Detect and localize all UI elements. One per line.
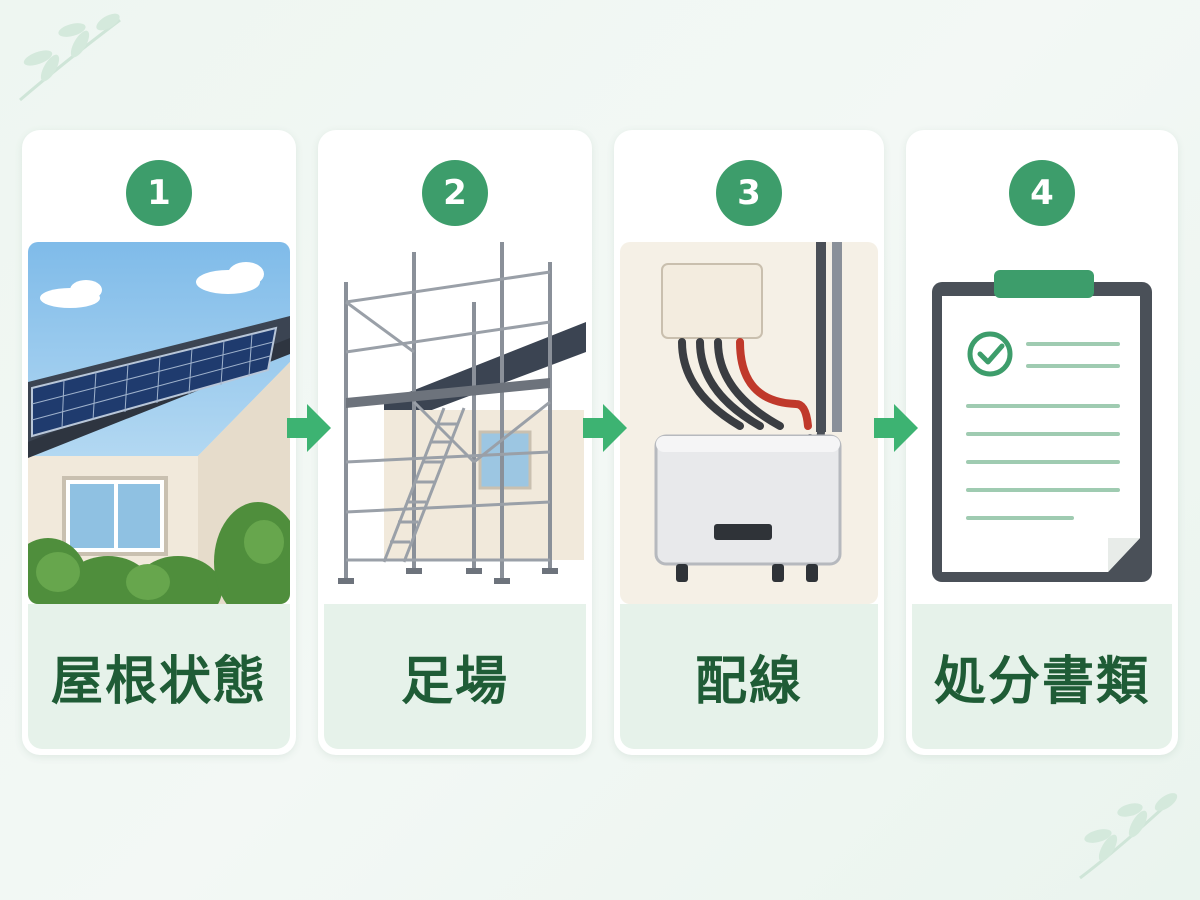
step-label-box: 配線 (620, 604, 878, 749)
solar-roof-illustration (28, 242, 290, 604)
arrow-right-icon (583, 404, 627, 452)
step-label: 処分書類 (933, 652, 1150, 712)
arrow-right-icon (874, 404, 918, 452)
step-label-box: 足場 (324, 604, 586, 749)
step-card-1: 1 (22, 130, 296, 755)
step-number-badge: 2 (422, 160, 488, 226)
step-card-2: 2 (318, 130, 592, 755)
step-card-4: 4 処分書類 (906, 130, 1178, 755)
step-label-box: 処分書類 (912, 604, 1172, 749)
leaf-branch-icon (19, 13, 121, 102)
step-label: 足場 (400, 652, 509, 712)
step-card-3: 3 (614, 130, 884, 755)
leaf-branch-icon (1079, 793, 1178, 880)
wiring-inverter-illustration (620, 242, 878, 604)
step-label: 配線 (694, 652, 803, 712)
step-number-badge: 3 (716, 160, 782, 226)
arrow-right-icon (287, 404, 331, 452)
scaffolding-illustration (324, 242, 586, 604)
step-number-badge: 1 (126, 160, 192, 226)
step-label: 屋根状態 (50, 652, 267, 712)
clipboard-document-illustration (912, 242, 1172, 604)
step-label-box: 屋根状態 (28, 604, 290, 749)
step-number-badge: 4 (1009, 160, 1075, 226)
